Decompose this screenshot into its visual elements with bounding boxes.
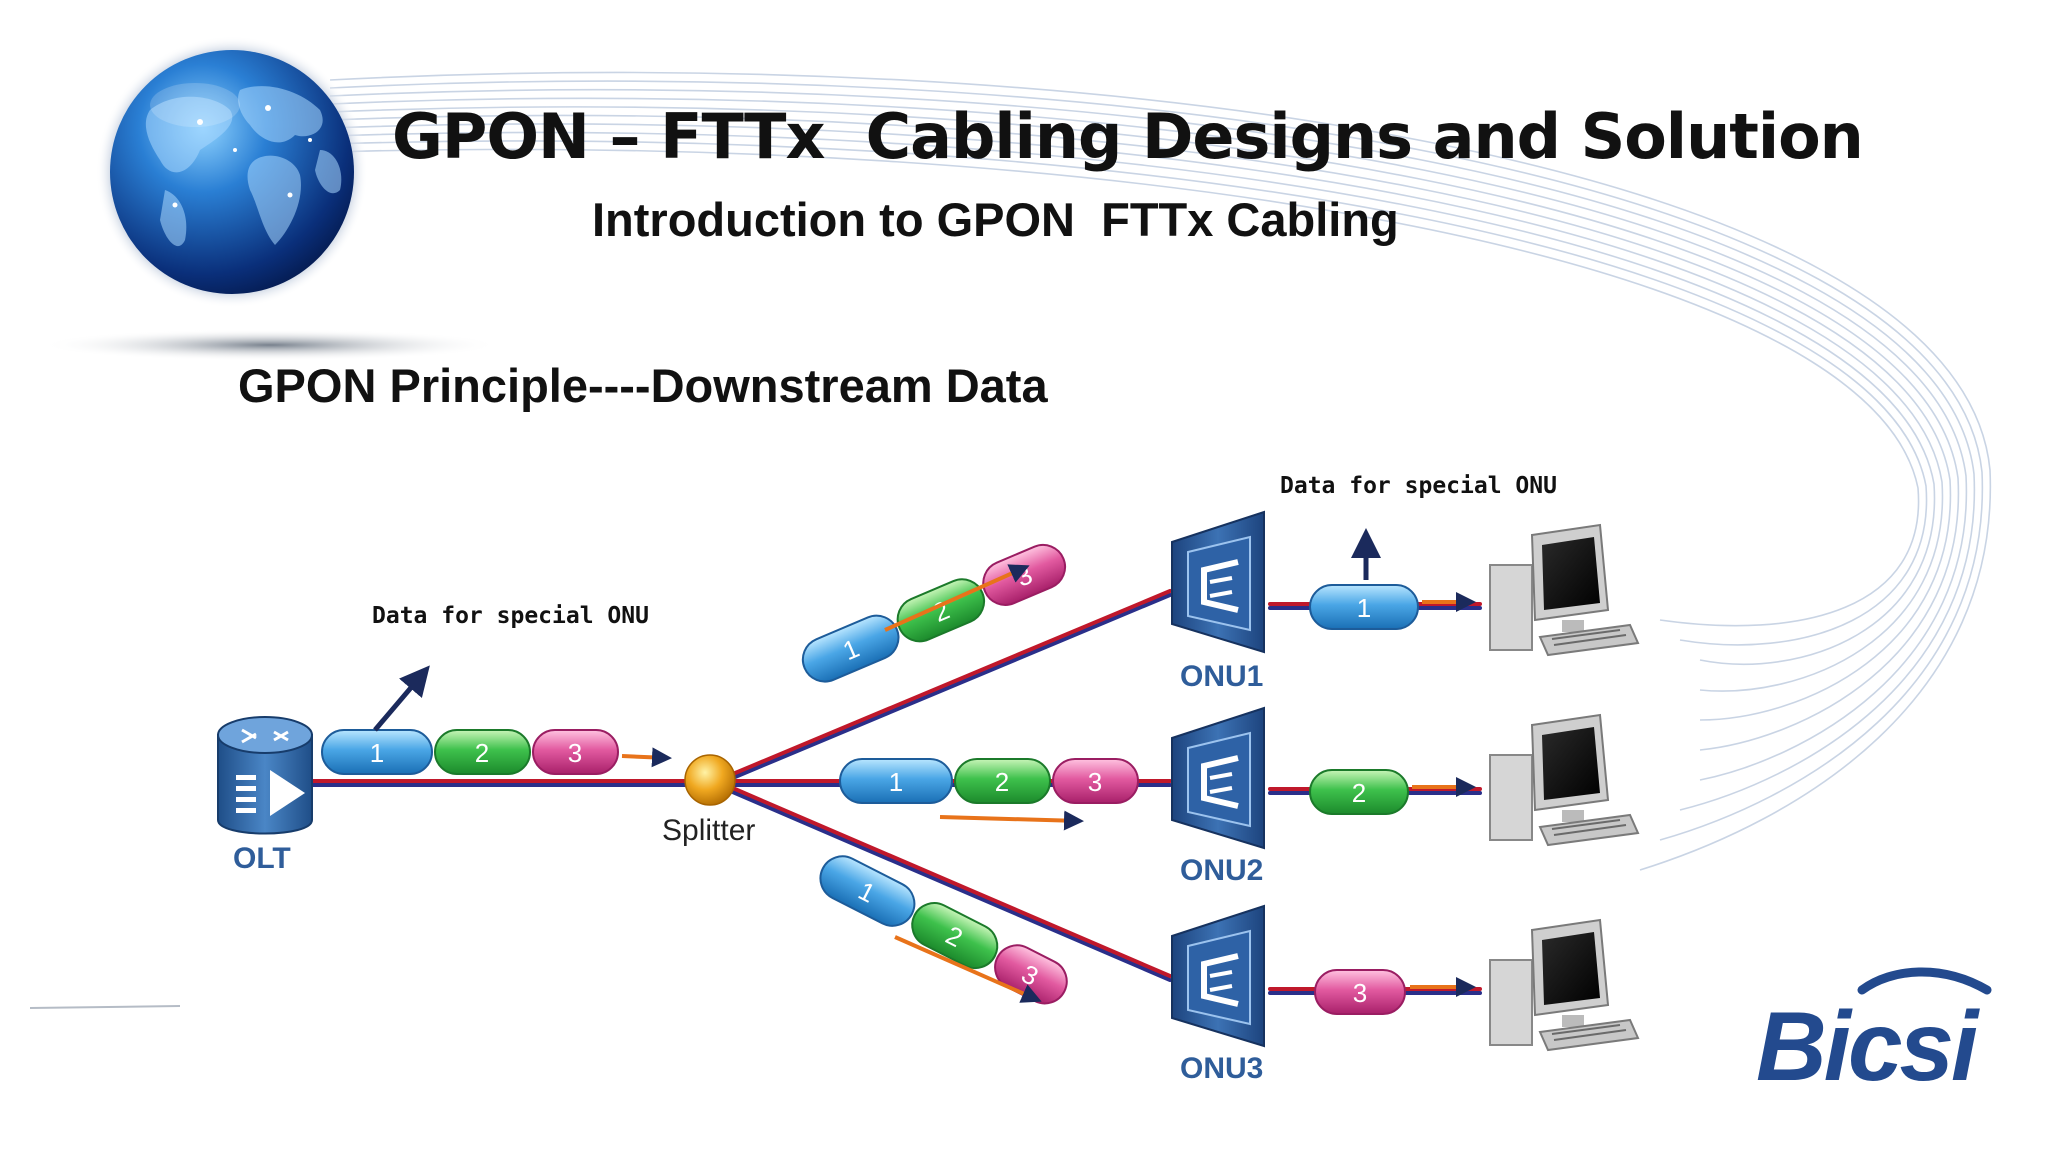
computer-icon	[1489, 918, 1640, 1052]
onu-label: ONU1	[1180, 660, 1263, 693]
packet-group-branch-2: 1 2 3	[839, 758, 1139, 804]
footer-rule	[29, 1005, 181, 1009]
swoosh-lines	[329, 71, 1992, 871]
packet-number: 1	[1357, 593, 1371, 623]
computer-icon	[1489, 523, 1640, 657]
packet-number: 2	[995, 767, 1009, 797]
section-heading: GPON Principle----Downstream Data	[238, 359, 1048, 412]
packet-number: 3	[1088, 767, 1102, 797]
olt-label: OLT	[233, 842, 291, 875]
splitter-label: Splitter	[662, 814, 755, 847]
packet: 2	[954, 758, 1051, 804]
packet-number: 1	[370, 738, 384, 768]
onu-icon	[1171, 904, 1265, 1048]
packet-number: 1	[889, 767, 903, 797]
packet: 3	[982, 543, 1067, 606]
orange-arrow	[621, 747, 672, 768]
packet: 3	[532, 729, 619, 775]
packet: 2	[911, 902, 999, 970]
olt-router-icon	[217, 716, 313, 835]
packet-group-olt: 1 2 3	[321, 729, 619, 775]
packet: 1	[819, 855, 916, 927]
onu-icon	[1171, 510, 1265, 654]
delivered-packet: 3	[1314, 969, 1406, 1015]
packet-number: 3	[568, 738, 582, 768]
packet: 3	[994, 944, 1068, 1005]
computer-icon	[1489, 713, 1640, 847]
globe-icon	[96, 36, 368, 308]
delivered-packet: 2	[1309, 769, 1409, 815]
logo-text: Bicsi	[1756, 991, 1980, 1100]
orange-arrow	[884, 564, 1030, 632]
packet-group-branch-3: 1 2 3	[819, 855, 1068, 1005]
packet-number: 3	[1353, 978, 1367, 1008]
slide-title: GPON – FTTx Cabling Designs and Solution	[392, 100, 1864, 173]
delivered-packet: 1	[1309, 584, 1419, 630]
bicsi-logo: Bicsi	[1756, 967, 1992, 1100]
packet: 1	[801, 614, 900, 683]
splitter-icon	[684, 754, 736, 806]
packet-number: 2	[475, 738, 489, 768]
packet: 1	[321, 729, 433, 775]
packet: 1	[839, 758, 953, 804]
onu-label: ONU3	[1180, 1052, 1263, 1085]
extract-arrow	[373, 665, 430, 732]
slide-subtitle: Introduction to GPON FTTx Cabling	[592, 193, 1399, 246]
packet: 2	[434, 729, 531, 775]
annotation-onu: Data for special ONU	[1280, 473, 1557, 499]
packet-group-branch-1: 1 2 3	[801, 543, 1067, 683]
onu-icon	[1171, 706, 1265, 850]
packet: 3	[1052, 758, 1139, 804]
header-shadow	[40, 329, 500, 361]
orange-arrow	[939, 810, 1084, 831]
annotation-olt: Data for special ONU	[372, 603, 649, 629]
onu-label: ONU2	[1180, 854, 1263, 887]
orange-arrow	[894, 935, 1042, 1003]
packet: 2	[896, 578, 986, 643]
packet-number: 2	[1352, 778, 1366, 808]
